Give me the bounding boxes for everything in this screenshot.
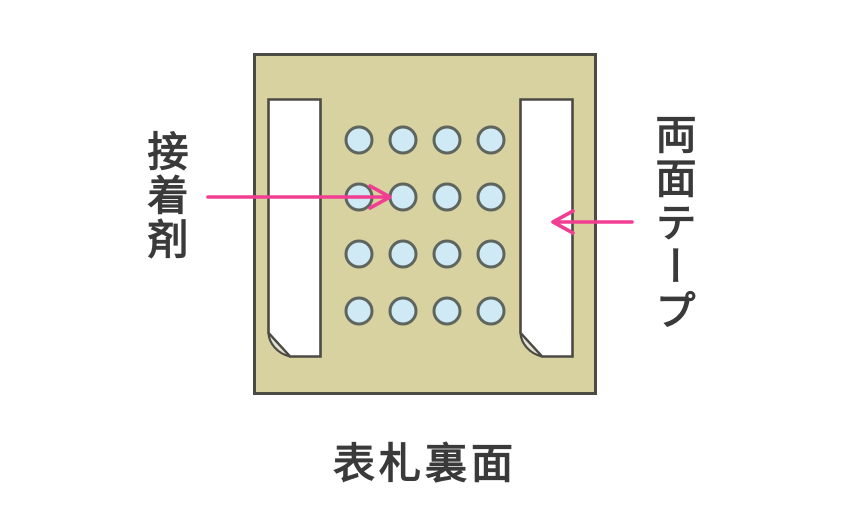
adhesive-dot [476, 125, 506, 155]
adhesive-dot [432, 296, 462, 326]
adhesive-dots-grid [344, 125, 506, 326]
tape-strip-body [519, 98, 574, 358]
adhesive-arrow [206, 184, 392, 210]
adhesive-dot [344, 125, 374, 155]
adhesive-dot [432, 125, 462, 155]
tape-strip-left [267, 98, 322, 358]
tape-arrow [551, 209, 634, 235]
tape-label: 両面テープ [648, 113, 696, 333]
adhesive-dot [476, 239, 506, 269]
adhesive-dot [388, 125, 418, 155]
adhesive-dot [388, 296, 418, 326]
adhesive-dot [476, 296, 506, 326]
tape-strip-body [267, 98, 322, 358]
adhesive-dot [432, 239, 462, 269]
adhesive-dot [388, 239, 418, 269]
tape-curl-fold [519, 331, 544, 358]
adhesive-dot [432, 182, 462, 212]
adhesive-dot [476, 182, 506, 212]
tape-strip-right [519, 98, 574, 358]
adhesive-dot [344, 296, 374, 326]
caption: 表札裏面 [332, 439, 517, 488]
tape-curl-fold [267, 331, 292, 358]
adhesive-label: 接着剤 [140, 130, 188, 262]
adhesive-dot [344, 239, 374, 269]
